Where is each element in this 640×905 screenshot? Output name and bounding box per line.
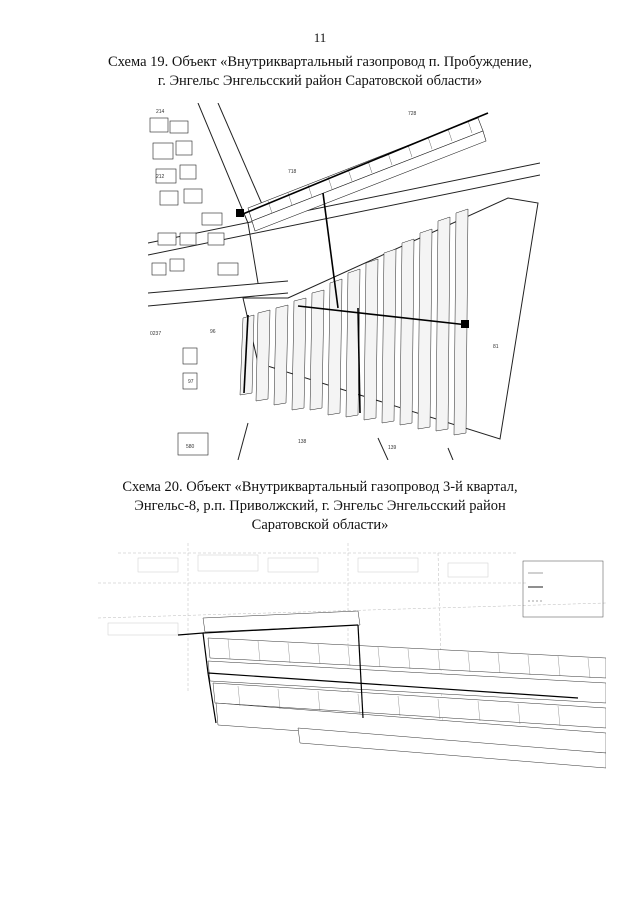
map-19-gas-node-marker-2 <box>461 320 469 328</box>
page-number: 11 <box>313 30 327 45</box>
map-20-house-dividers <box>227 638 591 727</box>
map-label-0237: 0237 <box>150 331 161 337</box>
map-label-212: 212 <box>156 174 165 180</box>
scheme-20-map <box>98 543 606 769</box>
map-19-labels: 728 718 96 97 81 138 139 580 0237 214 21… <box>150 109 499 451</box>
map-19-house-columns <box>239 208 469 436</box>
map-label-139: 139 <box>388 445 397 451</box>
map-label-214: 214 <box>156 109 165 115</box>
map-label-138: 138 <box>298 439 307 445</box>
scheme-19-caption: Схема 19. Объект «Внутриквартальный газо… <box>90 53 550 91</box>
scheme-20-caption-line3: Саратовской области» <box>251 517 389 533</box>
map-19-streets <box>148 103 540 460</box>
map-20-gas-pipeline <box>177 624 579 724</box>
map-19-long-house-row <box>247 117 487 232</box>
map-20-house-rows <box>202 610 606 769</box>
map-label-728: 728 <box>408 111 417 117</box>
map-label-97: 97 <box>188 379 194 385</box>
scheme-20-caption-line1: Схема 20. Объект «Внутриквартальный газо… <box>122 479 518 495</box>
map-label-580: 580 <box>186 444 195 450</box>
scheme-19-caption-line1: Схема 19. Объект «Внутриквартальный газо… <box>108 54 532 70</box>
map-label-96: 96 <box>210 329 216 335</box>
map-20-legend <box>522 560 604 618</box>
scheme-20-caption: Схема 20. Объект «Внутриквартальный газо… <box>90 478 550 535</box>
scheme-19-map: 728 718 96 97 81 138 139 580 0237 214 21… <box>148 103 540 460</box>
map-19-left-parcels <box>149 117 239 456</box>
map-label-718: 718 <box>288 169 297 175</box>
scheme-19-caption-line2: г. Энгельс Энгельсский район Саратовской… <box>157 73 483 89</box>
map-20-faint-parcels <box>107 554 489 636</box>
map-19-gas-pipeline <box>237 112 489 414</box>
map-label-81: 81 <box>493 344 499 350</box>
map-19-gas-node-marker <box>236 209 244 217</box>
scheme-20-caption-line2: Энгельс-8, р.п. Приволжский, г. Энгельс … <box>134 498 506 514</box>
